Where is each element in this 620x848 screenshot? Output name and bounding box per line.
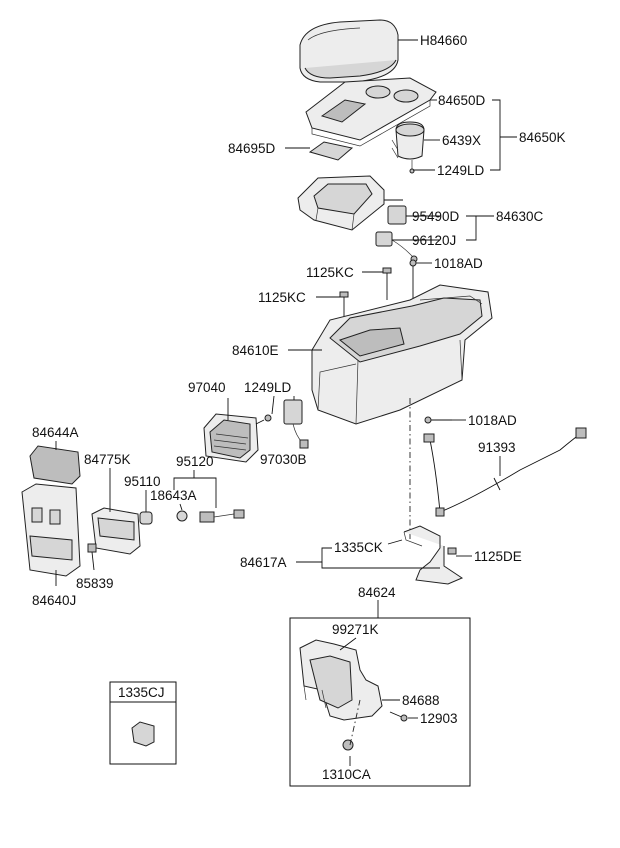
label-84624: 84624 xyxy=(358,585,396,600)
label-99271k: 99271K xyxy=(332,622,379,637)
clip-1335cj-part xyxy=(131,721,155,747)
label-1335ck: 1335CK xyxy=(334,540,383,555)
label-96120j: 96120J xyxy=(412,233,456,248)
label-1125de: 1125DE xyxy=(474,549,522,564)
bolt-12903-part xyxy=(389,711,408,722)
clip-85839-part xyxy=(87,543,97,553)
label-1310ca: 1310CA xyxy=(322,767,371,782)
label-95110: 95110 xyxy=(124,474,161,489)
label-84644a: 84644A xyxy=(32,425,79,440)
lighter-part xyxy=(139,511,153,525)
console-tray-part xyxy=(305,77,437,147)
label-95120: 95120 xyxy=(176,454,214,469)
label-84630c: 84630C xyxy=(496,209,544,224)
label-6439x: 6439X xyxy=(442,133,481,148)
label-1249ld-mid: 1249LD xyxy=(244,380,292,395)
switch-97030b-part xyxy=(283,399,309,449)
bracket-84617a-part xyxy=(403,525,464,585)
label-1018ad-mid: 1018AD xyxy=(468,413,517,428)
socket-95120-part xyxy=(176,509,245,523)
label-18643a: 18643A xyxy=(150,488,197,503)
label-h84660: H84660 xyxy=(420,33,467,48)
vent-part xyxy=(203,413,259,463)
box-84624 xyxy=(289,617,471,787)
leader-lines xyxy=(55,39,517,766)
screw-1018ad-top-part xyxy=(409,259,417,300)
label-84610e: 84610E xyxy=(232,343,279,358)
screw-1249ld-mid-part xyxy=(255,414,272,425)
connector-96120j-part xyxy=(375,231,418,263)
part-labels: H84660 84650D 6439X 84650K 84695D 1249LD… xyxy=(32,33,566,782)
label-84775k: 84775K xyxy=(84,452,131,467)
label-91393: 91393 xyxy=(478,440,516,455)
armrest-lid-part xyxy=(299,19,399,83)
label-85839: 85839 xyxy=(76,576,114,591)
label-97040: 97040 xyxy=(188,380,226,395)
label-84617a: 84617A xyxy=(240,555,287,570)
label-84695d: 84695D xyxy=(228,141,276,156)
pad-part xyxy=(308,141,354,161)
label-84688: 84688 xyxy=(402,693,440,708)
console-body-part xyxy=(311,284,493,425)
label-1018ad-top: 1018AD xyxy=(434,256,483,271)
box-1335cj xyxy=(109,681,177,765)
bracket-assembly-99271k-part xyxy=(299,639,383,721)
label-12903: 12903 xyxy=(420,711,458,726)
label-84650d: 84650D xyxy=(438,93,486,108)
harness-part xyxy=(423,427,587,517)
label-84650k: 84650K xyxy=(519,130,566,145)
label-95490d: 95490D xyxy=(412,209,460,224)
panel-84640j-part xyxy=(21,483,81,577)
cup-holder-part xyxy=(391,121,425,174)
label-1125kc-b: 1125KC xyxy=(258,290,306,305)
bezel-84644a-part xyxy=(29,445,81,485)
ashtray-part xyxy=(91,507,141,555)
bolt-1125kc-part xyxy=(339,267,392,320)
nut-1310ca-part xyxy=(342,739,354,751)
label-84640j: 84640J xyxy=(32,593,76,608)
storage-box-part xyxy=(297,175,385,231)
label-1249ld-top: 1249LD xyxy=(437,163,485,178)
label-97030b: 97030B xyxy=(260,452,307,467)
screw-1018ad-mid-part xyxy=(424,416,452,424)
module-95490d-part xyxy=(387,205,407,225)
label-1125kc-a: 1125KC xyxy=(306,265,354,280)
label-1335cj: 1335CJ xyxy=(118,685,165,700)
